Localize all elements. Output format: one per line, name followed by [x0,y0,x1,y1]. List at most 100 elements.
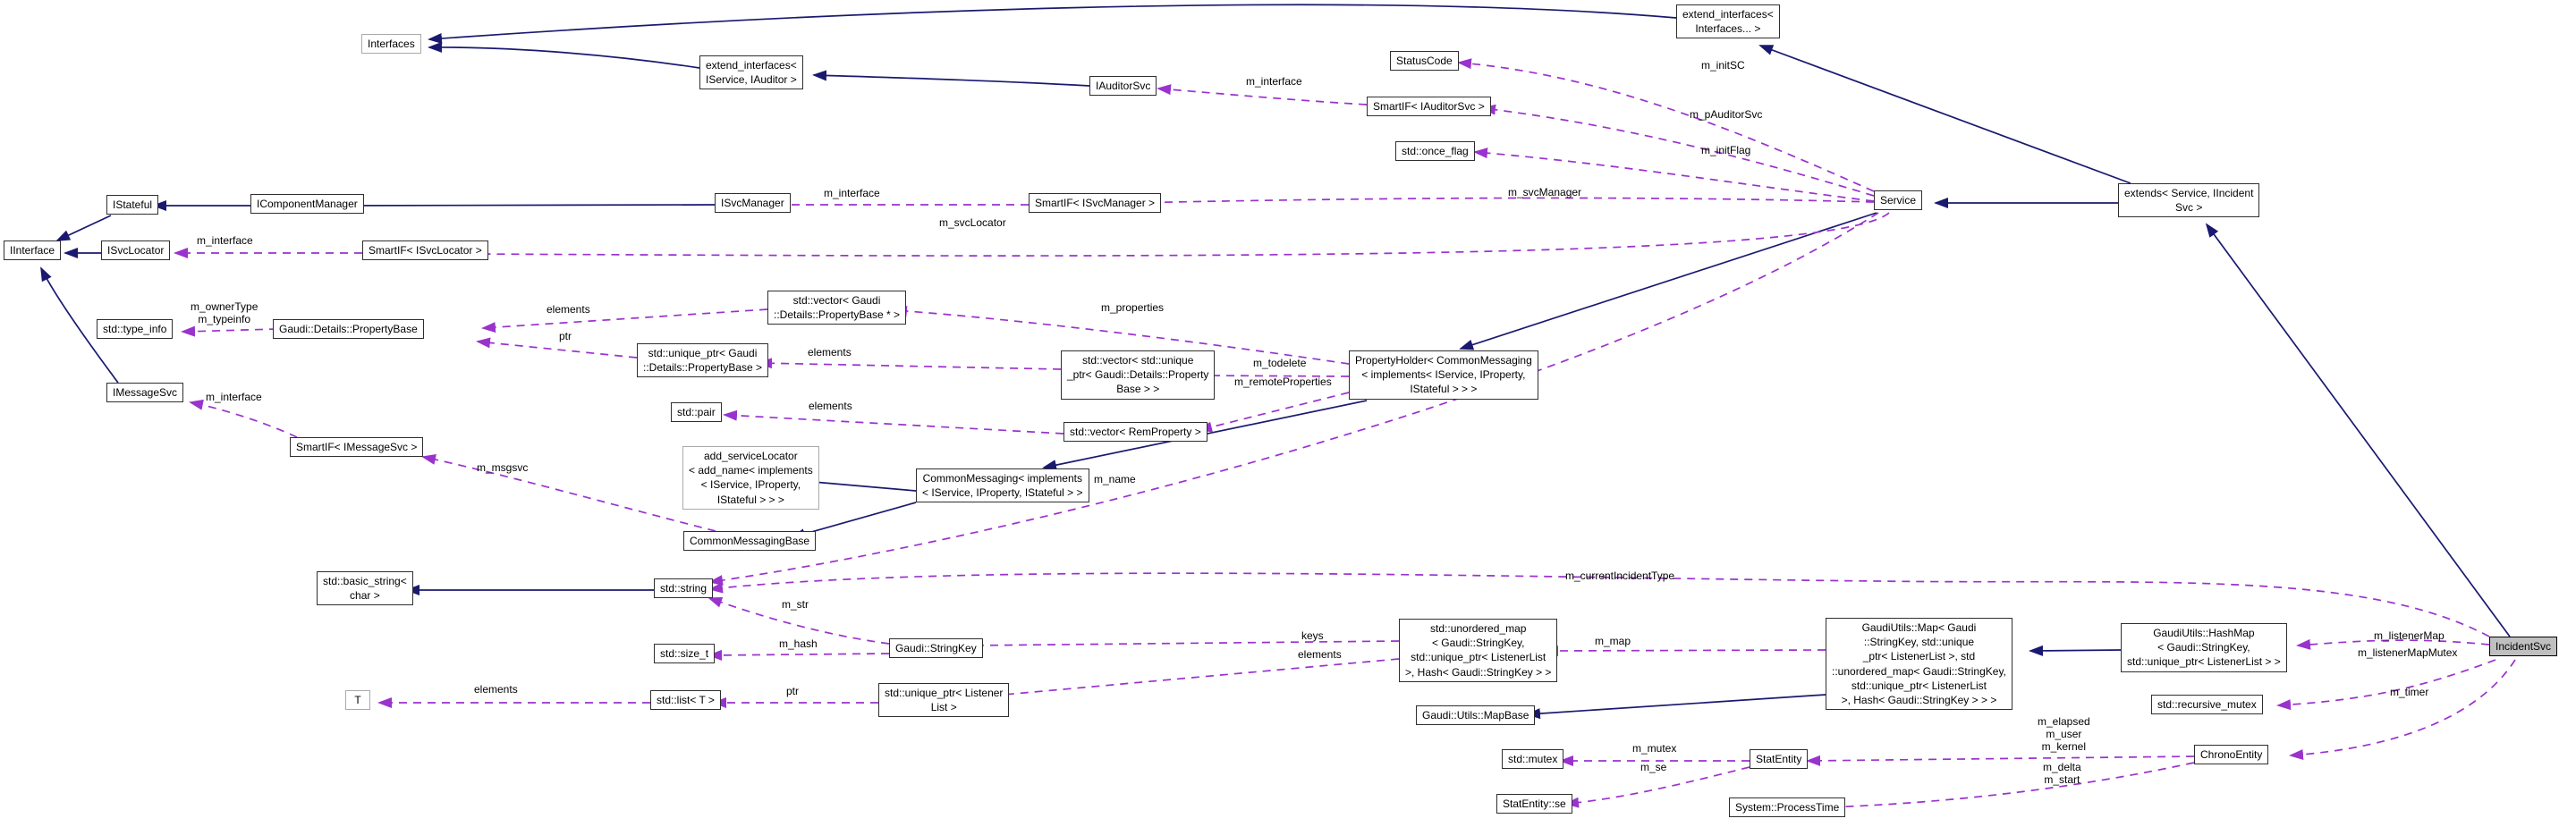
node-smartif-isvclocator[interactable]: SmartIF< ISvcLocator > [362,241,488,261]
node-iinterface[interactable]: IInterface [4,241,62,261]
node-icomponentmanager[interactable]: IComponentManager [250,194,364,215]
edge-inh-service-to-propertyholder [1459,212,1877,350]
edge-use-ptr-uniqueptr-propertybase [476,337,638,359]
edge-label-m-pauditorsvc: m_pAuditorSvc [1690,108,1763,121]
edge-label-elements-vector-uniqueptr: elements [808,346,852,359]
node-gaudi-details-propertybase[interactable]: Gaudi::Details::PropertyBase [273,319,424,340]
edge-label-elements-vector-propertybase: elements [547,303,590,316]
node-propertyholder[interactable]: PropertyHolder< CommonMessaging < implem… [1349,350,1538,400]
node-std-basic-string-char[interactable]: std::basic_string< char > [317,571,413,606]
edge-label-m-delta-m-start: m_delta m_start [2043,761,2081,786]
node-std-type-info[interactable]: std::type_info [97,319,174,340]
node-std-string[interactable]: std::string [654,578,714,599]
node-std-vector-propertybase-ptr[interactable]: std::vector< Gaudi ::Details::PropertyBa… [767,291,907,325]
node-std-vector-remproperty[interactable]: std::vector< RemProperty > [1063,422,1208,443]
edge-use-keys [968,639,1400,651]
edge-label-elements-unorderedmap: elements [1298,648,1342,661]
edge-inh-extendinterfaces2-to-interfaces [428,41,700,69]
node-gaudi-stringkey[interactable]: Gaudi::StringKey [889,638,983,659]
node-std-once-flag[interactable]: std::once_flag [1395,141,1475,162]
node-statentity[interactable]: StatEntity [1750,749,1809,770]
edge-inh-isvcmanager-to-icomponentmanager [339,199,716,211]
node-commonmessaging[interactable]: CommonMessaging< implements < IService, … [916,468,1089,503]
edge-label-m-hash: m_hash [779,637,818,650]
edge-label-m-listenermap: m_listenerMap [2374,629,2445,642]
node-std-unique-ptr-propertybase[interactable]: std::unique_ptr< Gaudi ::Details::Proper… [637,343,769,378]
edge-use-m-currentincidenttype [708,572,2490,637]
edge-label-m-svclocator: m_svcLocator [939,216,1006,229]
edge-use-m-svclocator [463,212,1890,260]
edge-use-m-name [708,212,1879,586]
edge-label-m-mutex: m_mutex [1632,742,1677,755]
node-extend-interfaces-interfaces[interactable]: extend_interfaces< Interfaces... > [1676,4,1780,39]
node-std-vector-unique-ptr-propertybase[interactable]: std::vector< std::unique _ptr< Gaudi::De… [1061,350,1216,400]
edge-inh-imessagesvc-to-iinterface [40,266,119,384]
node-isvclocator[interactable]: ISvcLocator [101,241,171,261]
node-statuscode[interactable]: StatusCode [1390,51,1459,72]
node-add-servicelocator: add_serviceLocator < add_name< implement… [682,446,819,510]
edge-label-m-elapsed-user-kernel: m_elapsed m_user m_kernel [2038,715,2090,753]
node-iauditorsvc[interactable]: IAuditorSvc [1089,76,1157,97]
node-isvcmanager[interactable]: ISvcManager [715,193,791,214]
node-smartif-imessagesvc[interactable]: SmartIF< IMessageSvc > [290,437,424,458]
edge-use-elements-vector-uniqueptr [758,358,1062,370]
edge-inh-iauditorsvc-to-extendinterfaces2 [812,70,1090,87]
edge-label-m-str: m_str [782,598,809,611]
node-std-unordered-map[interactable]: std::unordered_map < Gaudi::StringKey, s… [1399,619,1558,682]
node-smartif-iauditorsvc[interactable]: SmartIF< IAuditorSvc > [1367,97,1491,117]
edge-use-m-properties [893,306,1350,365]
edge-label-m-interface-imessagesvc: m_interface [206,391,262,403]
edge-use-m-interface-iauditorsvc [1157,84,1368,105]
edge-use-m-initsc [1457,58,1875,192]
edge-inh-extendinterfaces-to-interfaces [428,4,1677,44]
node-service[interactable]: Service [1874,190,1923,211]
edge-label-m-currentincidenttype: m_currentIncidentType [1565,570,1675,582]
edge-use-m-svcmanager [1126,197,1875,208]
edge-label-m-todelete: m_todelete [1253,357,1307,369]
node-t: T [345,690,370,711]
node-extend-interfaces-iservice-iauditor[interactable]: extend_interfaces< IService, IAuditor > [699,55,803,90]
edge-use-m-interface-imessagesvc [189,399,298,438]
edge-label-m-name: m_name [1094,473,1136,485]
node-system-processtime[interactable]: System::ProcessTime [1729,797,1846,818]
edge-use-m-str [708,597,890,645]
edge-use-m-remoteproperties [1198,392,1350,433]
node-std-recursive-mutex[interactable]: std::recursive_mutex [2151,695,2263,715]
node-gaudiutils-map[interactable]: GaudiUtils::Map< Gaudi ::StringKey, std:… [1826,618,2012,711]
edge-use-elements-vector-propertybase [481,308,768,333]
edge-label-m-interface-isvclocator: m_interface [197,234,253,247]
edge-use-m-msgsvc [421,454,716,532]
edge-label-m-interface-iauditorsvc: m_interface [1246,75,1302,88]
node-std-mutex[interactable]: std::mutex [1502,749,1564,770]
edge-use-m-ownertype-m-typeinfo [181,325,278,337]
node-std-size-t[interactable]: std::size_t [654,644,716,664]
edge-use-m-delta-m-start [1826,762,2195,813]
edge-label-m-msgsvc: m_msgsvc [477,461,529,474]
edge-label-m-listenermapmutex: m_listenerMapMutex [2358,646,2458,659]
edge-label-m-se: m_se [1640,761,1667,773]
edge-inh-incidentsvc-to-extends [2205,223,2511,637]
node-std-pair[interactable]: std::pair [671,402,722,423]
node-gaudi-utils-mapbase[interactable]: Gaudi::Utils::MapBase [1416,705,1536,726]
edge-inh-extends-to-extendinterfaces [1758,45,2131,184]
node-chronoentity[interactable]: ChronoEntity [2194,745,2269,765]
node-statentity-se[interactable]: StatEntity::se [1496,794,1572,814]
edge-label-m-ownertype-m-typeinfo: m_ownerType m_typeinfo [191,300,258,325]
node-commonmessagingbase[interactable]: CommonMessagingBase [683,531,817,552]
edge-use-m-timer [2289,659,2516,760]
edge-inh-hashmap-to-gaudiutilsmap [2029,645,2122,656]
node-std-list-t[interactable]: std::list< T > [650,690,721,711]
node-std-unique-ptr-listenerlist[interactable]: std::unique_ptr< Listener List > [878,683,1010,718]
edge-label-elements-list: elements [474,683,518,696]
edge-label-ptr-uniqueptr-listenerlist: ptr [786,685,800,697]
node-extends-service-iincidentsvc[interactable]: extends< Service, IIncident Svc > [2118,183,2260,218]
edge-inh-istateful-to-iinterface [55,215,112,241]
edge-use-m-listenermapmutex [2276,659,2496,711]
node-istateful[interactable]: IStateful [106,195,159,215]
node-gaudiutils-hashmap[interactable]: GaudiUtils::HashMap < Gaudi::StringKey, … [2121,623,2287,672]
edge-use-m-pauditorsvc [1481,104,1875,197]
edge-use-elements-vector-remproperty [723,409,1064,435]
node-imessagesvc[interactable]: IMessageSvc [106,383,184,403]
node-smartif-isvcmanager[interactable]: SmartIF< ISvcManager > [1029,193,1162,214]
